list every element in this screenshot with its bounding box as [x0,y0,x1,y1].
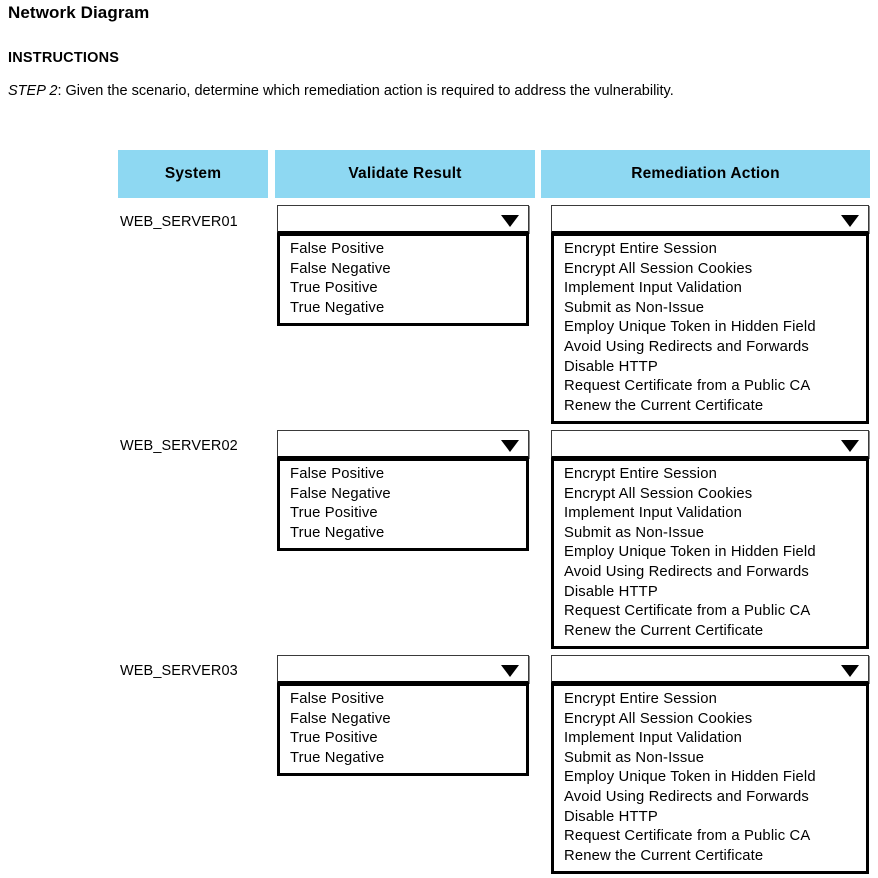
column-header-validate-result: Validate Result [275,150,535,198]
validate-result-option-list-row-1[interactable]: False Positive False Negative True Posit… [277,233,529,327]
column-header-remediation-action: Remediation Action [541,150,870,198]
list-item[interactable]: Submit as Non-Issue [564,299,705,316]
list-item[interactable]: True Positive [290,280,378,297]
list-item[interactable]: Encrypt All Session Cookies [564,710,753,727]
list-item[interactable]: Submit as Non-Issue [564,749,705,766]
list-item[interactable]: Disable HTTP [564,583,658,600]
remediation-action-option-list-row-2[interactable]: Encrypt Entire Session Encrypt All Sessi… [551,458,869,650]
list-item[interactable]: Avoid Using Redirects and Forwards [564,563,809,580]
remediation-action-select-row-2[interactable] [551,430,869,458]
instruction-body: : Given the scenario, determine which re… [57,83,674,99]
list-item[interactable]: False Negative [290,710,391,727]
list-item[interactable]: Request Certificate from a Public CA [564,603,811,620]
list-item[interactable]: Encrypt Entire Session [564,241,717,257]
list-item[interactable]: False Negative [290,260,391,277]
system-label-row-3: WEB_SERVER03 [120,663,238,679]
column-header-system: System [118,150,268,198]
validate-result-combo-row-1[interactable]: False Positive False Negative True Posit… [277,205,529,327]
validate-result-combo-row-2[interactable]: False Positive False Negative True Posit… [277,430,529,552]
list-item[interactable]: False Positive [290,241,385,257]
step-label: STEP 2 [8,83,58,99]
validate-result-option-list-row-2[interactable]: False Positive False Negative True Posit… [277,458,529,552]
validate-result-select-row-1[interactable] [277,205,529,233]
validate-result-select-row-2[interactable] [277,430,529,458]
validate-result-combo-row-3[interactable]: False Positive False Negative True Posit… [277,655,529,777]
chevron-down-icon[interactable] [841,665,859,677]
list-item[interactable]: Renew the Current Certificate [564,622,764,639]
list-item[interactable]: True Negative [290,749,385,766]
chevron-down-icon[interactable] [501,665,519,677]
chevron-down-icon[interactable] [841,215,859,227]
remediation-action-select-row-1[interactable] [551,205,869,233]
remediation-action-option-list-row-1[interactable]: Encrypt Entire Session Encrypt All Sessi… [551,233,869,425]
validate-result-select-row-3[interactable] [277,655,529,683]
list-item[interactable]: Encrypt All Session Cookies [564,260,753,277]
system-label-row-2: WEB_SERVER02 [120,438,238,454]
list-item[interactable]: False Positive [290,691,385,707]
list-item[interactable]: Disable HTTP [564,358,658,375]
list-item[interactable]: Renew the Current Certificate [564,397,764,414]
chevron-down-icon[interactable] [841,440,859,452]
remediation-action-option-list-row-3[interactable]: Encrypt Entire Session Encrypt All Sessi… [551,683,869,875]
list-item[interactable]: Request Certificate from a Public CA [564,378,811,395]
remediation-action-combo-row-1[interactable]: Encrypt Entire Session Encrypt All Sessi… [551,205,869,425]
remediation-action-combo-row-2[interactable]: Encrypt Entire Session Encrypt All Sessi… [551,430,869,650]
instructions-text: STEP 2: Given the scenario, determine wh… [8,83,674,99]
chevron-down-icon[interactable] [501,440,519,452]
list-item[interactable]: True Negative [290,299,385,316]
list-item[interactable]: False Negative [290,485,391,502]
list-item[interactable]: True Positive [290,505,378,522]
list-item[interactable]: True Negative [290,524,385,541]
list-item[interactable]: Employ Unique Token in Hidden Field [564,769,816,786]
remediation-action-combo-row-3[interactable]: Encrypt Entire Session Encrypt All Sessi… [551,655,869,875]
list-item[interactable]: Employ Unique Token in Hidden Field [564,544,816,561]
list-item[interactable]: Avoid Using Redirects and Forwards [564,788,809,805]
list-item[interactable]: Employ Unique Token in Hidden Field [564,319,816,336]
system-label-row-1: WEB_SERVER01 [120,214,238,230]
list-item[interactable]: Renew the Current Certificate [564,847,764,864]
page-title: Network Diagram [8,3,150,22]
list-item[interactable]: Avoid Using Redirects and Forwards [564,338,809,355]
list-item[interactable]: Submit as Non-Issue [564,524,705,541]
remediation-action-select-row-3[interactable] [551,655,869,683]
validate-result-option-list-row-3[interactable]: False Positive False Negative True Posit… [277,683,529,777]
list-item[interactable]: True Positive [290,730,378,747]
instructions-heading: INSTRUCTIONS [8,50,120,66]
chevron-down-icon[interactable] [501,215,519,227]
list-item[interactable]: Request Certificate from a Public CA [564,828,811,845]
list-item[interactable]: Implement Input Validation [564,505,743,522]
list-item[interactable]: Implement Input Validation [564,280,743,297]
list-item[interactable]: Implement Input Validation [564,730,743,747]
list-item[interactable]: Encrypt All Session Cookies [564,485,753,502]
list-item[interactable]: False Positive [290,466,385,482]
list-item[interactable]: Disable HTTP [564,808,658,825]
list-item[interactable]: Encrypt Entire Session [564,466,717,482]
list-item[interactable]: Encrypt Entire Session [564,691,717,707]
